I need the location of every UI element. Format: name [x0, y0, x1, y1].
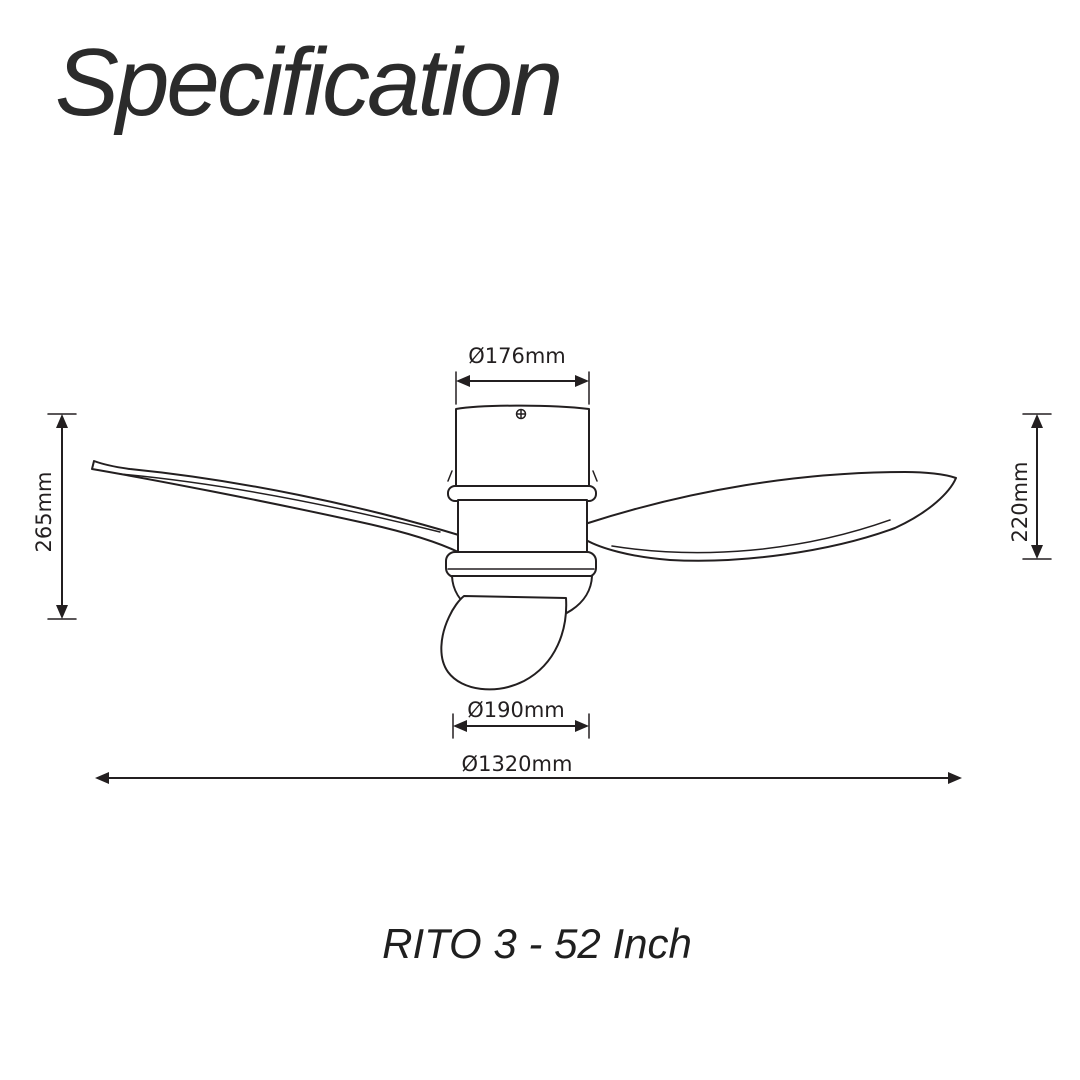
fan-blade-front-icon	[440, 595, 568, 691]
dim-arrow-canopy-diameter	[455, 371, 590, 405]
body-height-label: 220mm	[1008, 461, 1032, 543]
fan-motor-icon	[445, 551, 597, 578]
product-caption: RITO 3 - 52 Inch	[382, 920, 692, 967]
overall-height-label: 265mm	[32, 471, 56, 553]
motor-diameter-label: Ø190mm	[467, 698, 565, 722]
page-title: Specification	[55, 29, 563, 136]
fan-blade-right-icon	[584, 471, 957, 562]
dim-arrow-body-height	[1022, 413, 1052, 560]
dim-arrow-overall-height	[47, 413, 77, 620]
canopy-diameter-label: Ø176mm	[468, 344, 566, 368]
dim-arrow-motor-diameter	[452, 713, 590, 739]
fan-body-icon	[457, 499, 588, 554]
sweep-diameter-label: Ø1320mm	[461, 752, 573, 776]
fan-collar-icon	[447, 485, 597, 502]
dim-arrow-sweep-diameter	[95, 772, 962, 784]
fan-blade-left-icon	[91, 460, 469, 558]
fan-canopy-icon	[447, 404, 598, 488]
